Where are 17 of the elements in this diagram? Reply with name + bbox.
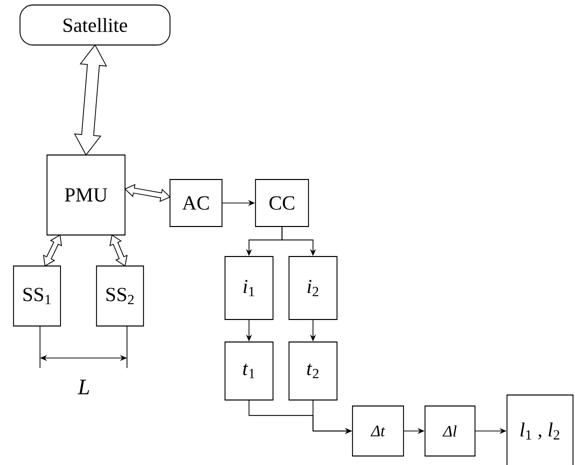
process-box: SS$_{1}$ (13, 266, 61, 326)
process-box: AC (170, 179, 222, 227)
process-box: CC (255, 179, 309, 227)
process-box: t$_{2}$ (288, 342, 338, 400)
process-box: t$_{1}$ (224, 342, 274, 400)
rounded-box: Satellite (20, 4, 170, 46)
process-box: Δl (424, 406, 476, 456)
process-box: i$_{2}$ (288, 256, 338, 320)
process-box: Δt (352, 406, 404, 456)
process-box: SS$_{2}$ (96, 266, 144, 326)
hollow-arrow (109, 234, 128, 267)
hollow-arrow (43, 234, 62, 267)
dimension-label: L (78, 380, 90, 394)
process-box: PMU (46, 154, 126, 236)
hollow-arrow (124, 184, 171, 202)
process-box: i$_{1}$ (224, 256, 274, 320)
process-box: l$_{1}$ , l$_{2}$ (506, 394, 574, 465)
